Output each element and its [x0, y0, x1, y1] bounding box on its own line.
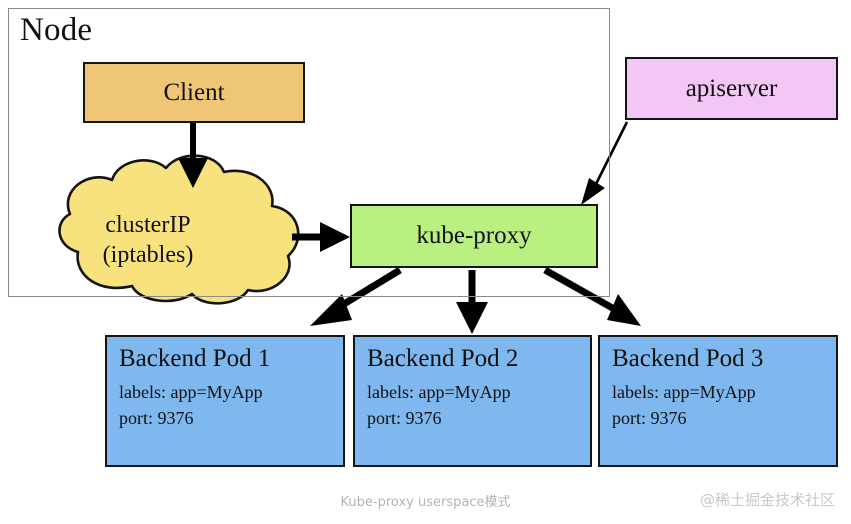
edge-kubeproxy-to-pod-3	[543, 266, 641, 326]
apiserver-label: apiserver	[685, 74, 778, 102]
pod-port: port: 9376	[119, 407, 194, 428]
edge-kubeproxy-to-pod-2	[456, 270, 488, 334]
clusterip-cloud-shape	[58, 154, 300, 305]
edge-kubeproxy-to-pod-1	[310, 267, 402, 326]
pod-labels: labels: app=MyApp	[119, 382, 263, 402]
kube-proxy-label: kube-proxy	[416, 222, 532, 249]
backend-pod-1[interactable]: Backend Pod 1 labels: app=MyApp port: 93…	[105, 335, 345, 467]
clusterip-label-line2: (iptables)	[102, 241, 194, 268]
node-boundary	[8, 8, 610, 297]
client-box[interactable]: Client	[83, 62, 305, 123]
diagram-caption: Kube-proxy userspace模式	[340, 495, 511, 510]
pod-port: port: 9376	[367, 407, 442, 428]
backend-pod-2[interactable]: Backend Pod 2 labels: app=MyApp port: 93…	[353, 335, 592, 467]
pod-name: Backend Pod 2	[367, 345, 519, 372]
backend-pod-3[interactable]: Backend Pod 3 labels: app=MyApp port: 93…	[598, 335, 838, 467]
apiserver-box[interactable]: apiserver	[625, 57, 838, 120]
edge-clusterip-to-kubeproxy	[292, 222, 350, 252]
kube-proxy-box[interactable]: kube-proxy	[350, 204, 598, 268]
watermark: @稀土掘金技术社区	[699, 491, 835, 509]
client-label: Client	[163, 78, 225, 106]
pod-labels: labels: app=MyApp	[612, 382, 756, 402]
pod-labels: labels: app=MyApp	[367, 382, 511, 402]
clusterip-label-line1: clusterIP	[105, 212, 191, 239]
pod-port: port: 9376	[612, 407, 687, 428]
pod-name: Backend Pod 3	[612, 345, 764, 372]
edge-client-to-clusterip	[178, 123, 208, 188]
pod-name: Backend Pod 1	[119, 345, 271, 372]
clusterip-cloud-text: clusterIP (iptables)	[12, 182, 312, 299]
node-label: Node	[20, 12, 93, 48]
clusterip-cloud[interactable]: clusterIP (iptables)	[12, 182, 312, 299]
